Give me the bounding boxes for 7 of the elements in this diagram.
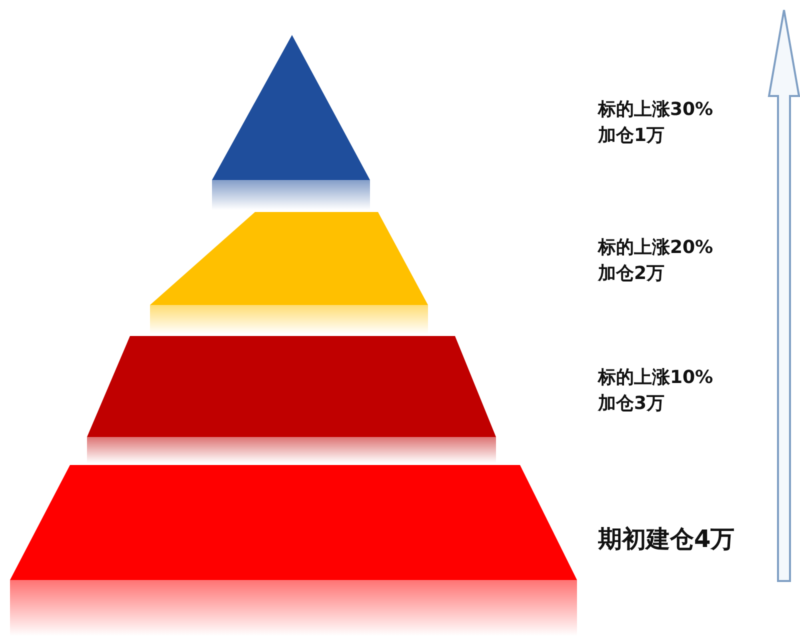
layer-caption: 加仓2万 bbox=[598, 262, 665, 286]
layer-caption: 加仓1万 bbox=[598, 124, 665, 148]
layer-caption: 加仓3万 bbox=[598, 392, 665, 416]
layer-caption: 期初建仓4万 bbox=[598, 524, 735, 555]
layer-caption: 标的上涨10% bbox=[598, 366, 714, 390]
layer-caption: 标的上涨20% bbox=[598, 236, 714, 260]
layer-caption: 标的上涨30% bbox=[598, 98, 714, 122]
